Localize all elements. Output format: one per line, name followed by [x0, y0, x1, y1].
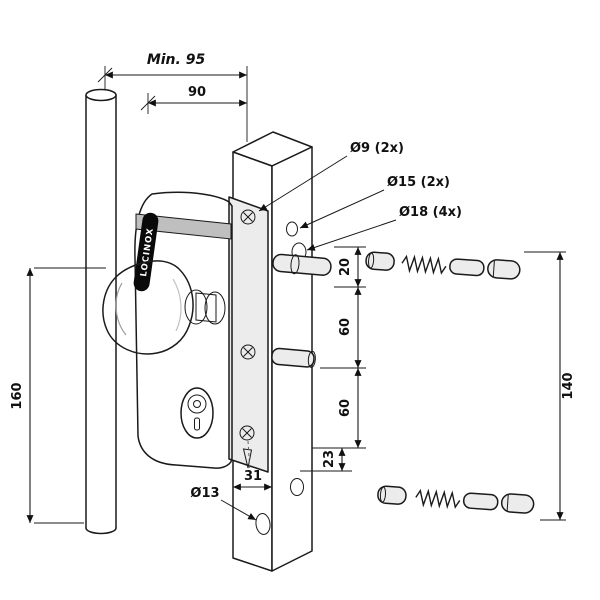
screw-top	[240, 209, 256, 225]
spring-top	[401, 254, 447, 275]
dim-chain-right: 20 60 60 23	[300, 246, 366, 472]
lock-cylinder	[180, 387, 214, 439]
fixing-plate	[228, 196, 269, 473]
latch-bolt-top	[272, 253, 332, 276]
dim-160-label: 160	[10, 382, 25, 409]
hole-dia13	[255, 513, 271, 535]
lock-body: LOCINOX	[102, 191, 233, 469]
dim-90-label: 90	[188, 85, 206, 100]
label-dia9: Ø9 (2x)	[350, 141, 404, 156]
keyway	[194, 417, 200, 431]
dim-60-top-label: 60	[338, 318, 353, 336]
brand-strip: LOCINOX	[133, 212, 159, 292]
knob-neck	[184, 289, 226, 325]
latch-bolt-middle	[271, 347, 316, 368]
screw-tip	[242, 448, 253, 469]
dim-140-label: 140	[561, 372, 576, 399]
dim-23-label: 23	[322, 450, 337, 468]
hole-dia18-bottom	[290, 478, 304, 496]
dim-min95: Min. 95	[97, 52, 248, 142]
dim-31: 31	[232, 468, 273, 497]
knob	[102, 260, 194, 355]
round-post	[85, 88, 117, 535]
callout-dia15: Ø15 (2x)	[299, 175, 450, 229]
dim-160: 160	[10, 267, 106, 524]
screw-bottom	[239, 425, 255, 473]
dim-min95-label: Min. 95	[147, 52, 206, 68]
dim-60-bottom-label: 60	[338, 399, 353, 417]
spring-bottom	[415, 488, 461, 510]
label-dia15: Ø15 (2x)	[387, 175, 450, 190]
hole-dia15	[286, 221, 298, 237]
callout-dia18: Ø18 (4x)	[306, 205, 462, 251]
callout-dia13: Ø13	[190, 486, 257, 521]
fastener-set-bottom	[377, 485, 535, 514]
dim-31-label: 31	[244, 469, 262, 484]
dim-20-label: 20	[338, 258, 353, 276]
callout-dia9: Ø9 (2x)	[258, 141, 404, 212]
dim-140: 140	[524, 251, 576, 521]
lock-top-cap	[135, 213, 232, 240]
fastener-set-top	[365, 251, 521, 280]
dim-90: 90	[140, 85, 247, 114]
screw-middle	[240, 344, 256, 360]
label-dia13: Ø13	[190, 486, 219, 501]
label-dia18: Ø18 (4x)	[399, 205, 462, 220]
